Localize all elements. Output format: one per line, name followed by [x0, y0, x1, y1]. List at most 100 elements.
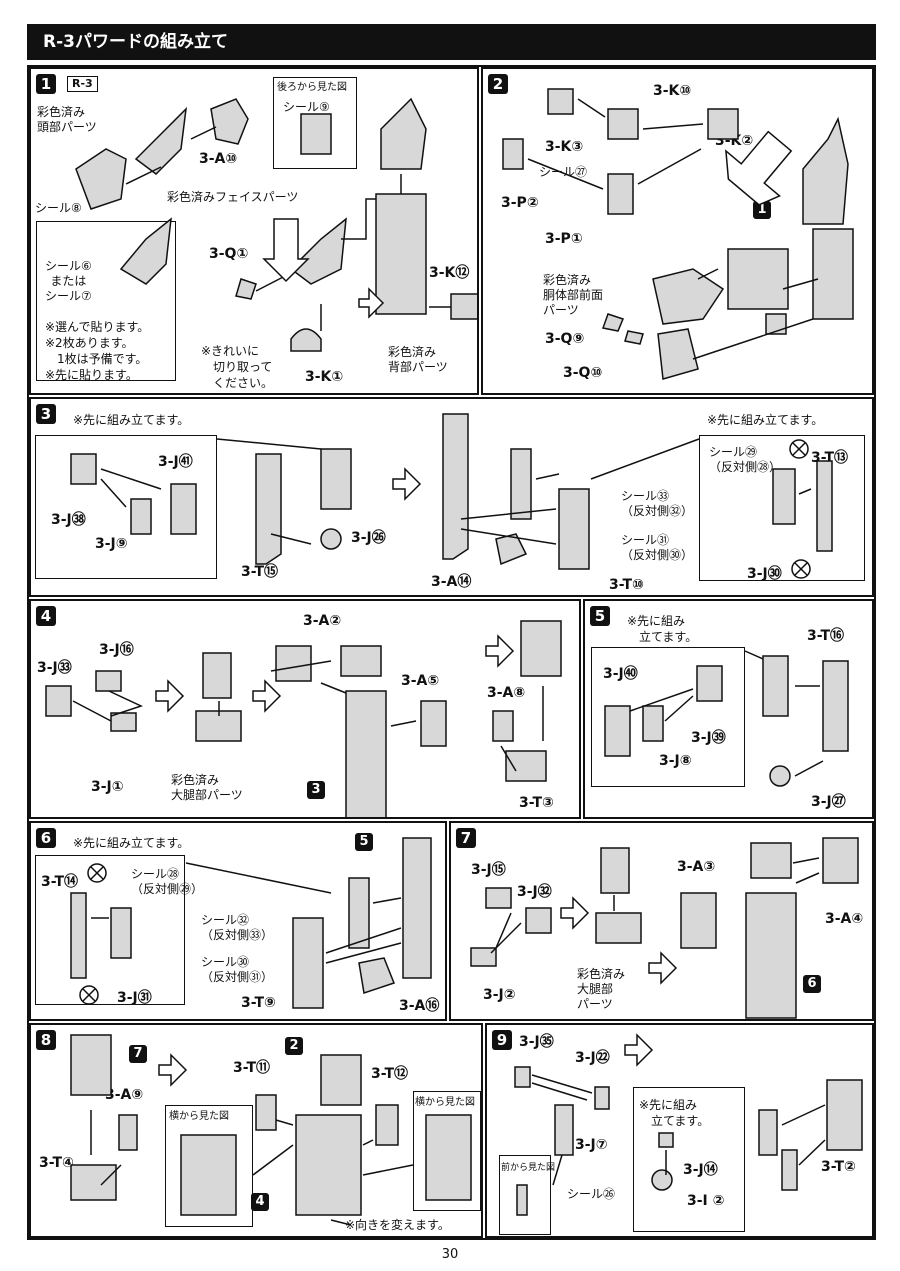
model-badge: R-3 — [67, 76, 98, 92]
step-3-drawings — [70, 413, 833, 579]
part-3-i2: 3-I ② — [687, 1193, 725, 1209]
note-assemble-first: ※先に組み立てます。 — [73, 413, 190, 427]
label-thigh-parts: 彩色済み 大腿部パーツ — [171, 773, 243, 802]
step-9-panel: 9 3-J㉟ 3-J㉒ 3-J⑦ 前から見た図 シール㉖ ※先に組み 立てます。… — [485, 1023, 874, 1238]
label-seal28: シール㉘ （反対側㉙） — [131, 867, 204, 896]
step-5-drawings — [604, 650, 849, 787]
step-number: 4 — [36, 606, 56, 626]
step-8-panel: 8 7 3-A⑨ 3-T④ 3-T⑪ 2 3-T⑫ 横から見た図 横から見た図 … — [29, 1023, 483, 1238]
step-number: 6 — [36, 828, 56, 848]
part-3-t4: 3-T④ — [39, 1155, 74, 1171]
part-3-j8: 3-J⑧ — [659, 753, 692, 769]
label-seal31: シール㉛ （反対側㉚） — [621, 533, 694, 562]
label-back-parts: 彩色済み 背部パーツ — [388, 345, 448, 374]
part-3-j22: 3-J㉒ — [575, 1050, 610, 1066]
part-3-j38: 3-J㊳ — [51, 512, 86, 528]
step-1-drawings — [75, 97, 477, 352]
ref-step-5: 5 — [355, 833, 373, 851]
step-6-drawings — [70, 837, 432, 1009]
part-3-j32: 3-J㉜ — [517, 884, 552, 900]
ref-step-7: 7 — [129, 1045, 147, 1063]
label-thigh-parts: 彩色済み 大腿部 パーツ — [577, 967, 626, 1011]
note-assemble-first-2: ※先に組み立てます。 — [707, 413, 824, 427]
ref-step-1: 1 — [753, 201, 771, 219]
ref-step-2: 2 — [285, 1037, 303, 1055]
label-seal30: シール㉚ （反対側㉛） — [201, 955, 274, 984]
part-3-j27: 3-J㉗ — [811, 794, 846, 810]
note-assemble-first: ※先に組み 立てます。 — [639, 1098, 710, 1128]
ref-step-4: 4 — [251, 1193, 269, 1211]
part-3-t2: 3-T② — [821, 1159, 856, 1175]
part-3-a2: 3-A② — [303, 613, 342, 629]
part-3-a5: 3-A⑤ — [401, 673, 440, 689]
step-4-drawings — [45, 620, 562, 817]
part-3-j1: 3-J① — [91, 779, 124, 795]
part-3-j33: 3-J㉝ — [37, 660, 72, 676]
part-3-q9: 3-Q⑨ — [545, 331, 585, 347]
step-1-panel: 1 R-3 彩色済み 頭部パーツ シール⑧ 後ろから見た図 シール⑨ 3-A⑩ … — [29, 67, 479, 395]
part-3-k12: 3-K⑫ — [429, 265, 470, 281]
step-number: 5 — [590, 606, 610, 626]
label-seal9: シール⑨ — [283, 100, 330, 114]
step-9-drawings — [514, 1033, 863, 1216]
part-3-a8: 3-A⑧ — [487, 685, 526, 701]
part-3-j16: 3-J⑯ — [99, 642, 134, 658]
part-3-p1: 3-P① — [545, 231, 583, 247]
seal-notes: ※選んで貼ります。 ※2枚あります。 1枚は予備です。 ※先に貼ります。 — [45, 320, 150, 382]
front-view-box — [499, 1155, 551, 1235]
note-assemble-first: ※先に組み 立てます。 — [627, 614, 698, 644]
part-3-t16: 3-T⑯ — [807, 628, 845, 644]
label-seal29: シール㉙ （反対側㉘） — [709, 445, 782, 474]
part-3-j14: 3-J⑭ — [683, 1162, 718, 1178]
label-seal32: シール㉜ （反対側㉝） — [201, 913, 274, 942]
part-3-j9: 3-J⑨ — [95, 536, 128, 552]
step-number: 2 — [488, 74, 508, 94]
part-3-j31: 3-J㉛ — [117, 990, 152, 1006]
label-front-view: 前から見た図 — [501, 1163, 556, 1173]
step-number: 8 — [36, 1030, 56, 1050]
part-3-t14: 3-T⑭ — [41, 874, 79, 890]
label-seal33: シール㉝ （反対側㉜） — [621, 489, 694, 518]
step-number: 7 — [456, 828, 476, 848]
step-number: 9 — [492, 1030, 512, 1050]
label-back-view: 後ろから見た図 — [277, 82, 347, 93]
sub-assembly-box — [35, 855, 185, 1005]
ref-step-6: 6 — [803, 975, 821, 993]
label-seal6-7: シール⑥ または シール⑦ — [45, 259, 92, 303]
part-3-a14: 3-A⑭ — [431, 574, 472, 590]
label-head-parts: 彩色済み 頭部パーツ — [37, 105, 97, 134]
part-3-j41: 3-J㊶ — [158, 454, 193, 470]
part-3-k1: 3-K① — [305, 369, 344, 385]
note-assemble-first: ※先に組み立てます。 — [73, 836, 190, 850]
page-number: 30 — [441, 1247, 459, 1262]
part-3-a10: 3-A⑩ — [199, 151, 238, 167]
step-2-drawings — [502, 88, 854, 380]
note-change-direction: ※向きを変えます。 — [345, 1218, 450, 1232]
part-3-a16: 3-A⑯ — [399, 998, 440, 1014]
label-seal8: シール⑧ — [35, 201, 82, 215]
part-3-q1: 3-Q① — [209, 246, 249, 262]
label-face-parts: 彩色済みフェイスパーツ — [167, 190, 299, 204]
step-7-drawings — [470, 837, 859, 1019]
part-3-j15: 3-J⑮ — [471, 862, 506, 878]
part-3-t15: 3-T⑮ — [241, 564, 279, 580]
part-3-a4: 3-A④ — [825, 911, 864, 927]
part-3-a3: 3-A③ — [677, 859, 716, 875]
part-3-j40: 3-J㊵ — [603, 666, 638, 682]
part-3-j39: 3-J㊴ — [691, 730, 726, 746]
label-side-view-2: 横から見た図 — [415, 1097, 475, 1108]
step-4-panel: 4 3-J㉝ 3-J⑯ 3-J① 彩色済み 大腿部パーツ 3-A② 3-A⑤ 3… — [29, 599, 581, 819]
part-3-j30: 3-J㉚ — [747, 566, 782, 582]
ref-step-3: 3 — [307, 781, 325, 799]
step-7-panel: 7 3-J⑮ 3-J㉜ 3-J② 彩色済み 大腿部 パーツ 3-A③ 3-A④ … — [449, 821, 874, 1021]
part-3-k3: 3-K③ — [545, 139, 584, 155]
note-cut: ※きれいに 切り取って ください。 — [201, 344, 274, 390]
part-3-j26: 3-J㉖ — [351, 530, 386, 546]
sub-assembly-box — [633, 1087, 745, 1232]
step-3-panel: 3 ※先に組み立てます。 3-J㊶ 3-J㊳ 3-J⑨ 3-T⑮ 3-J㉖ シー… — [29, 397, 874, 597]
label-seal26: シール㉖ — [567, 1187, 616, 1201]
step-number: 1 — [36, 74, 56, 94]
part-3-t10: 3-T⑩ — [609, 577, 644, 593]
part-3-t3: 3-T③ — [519, 795, 554, 811]
part-3-j35: 3-J㉟ — [519, 1034, 554, 1050]
